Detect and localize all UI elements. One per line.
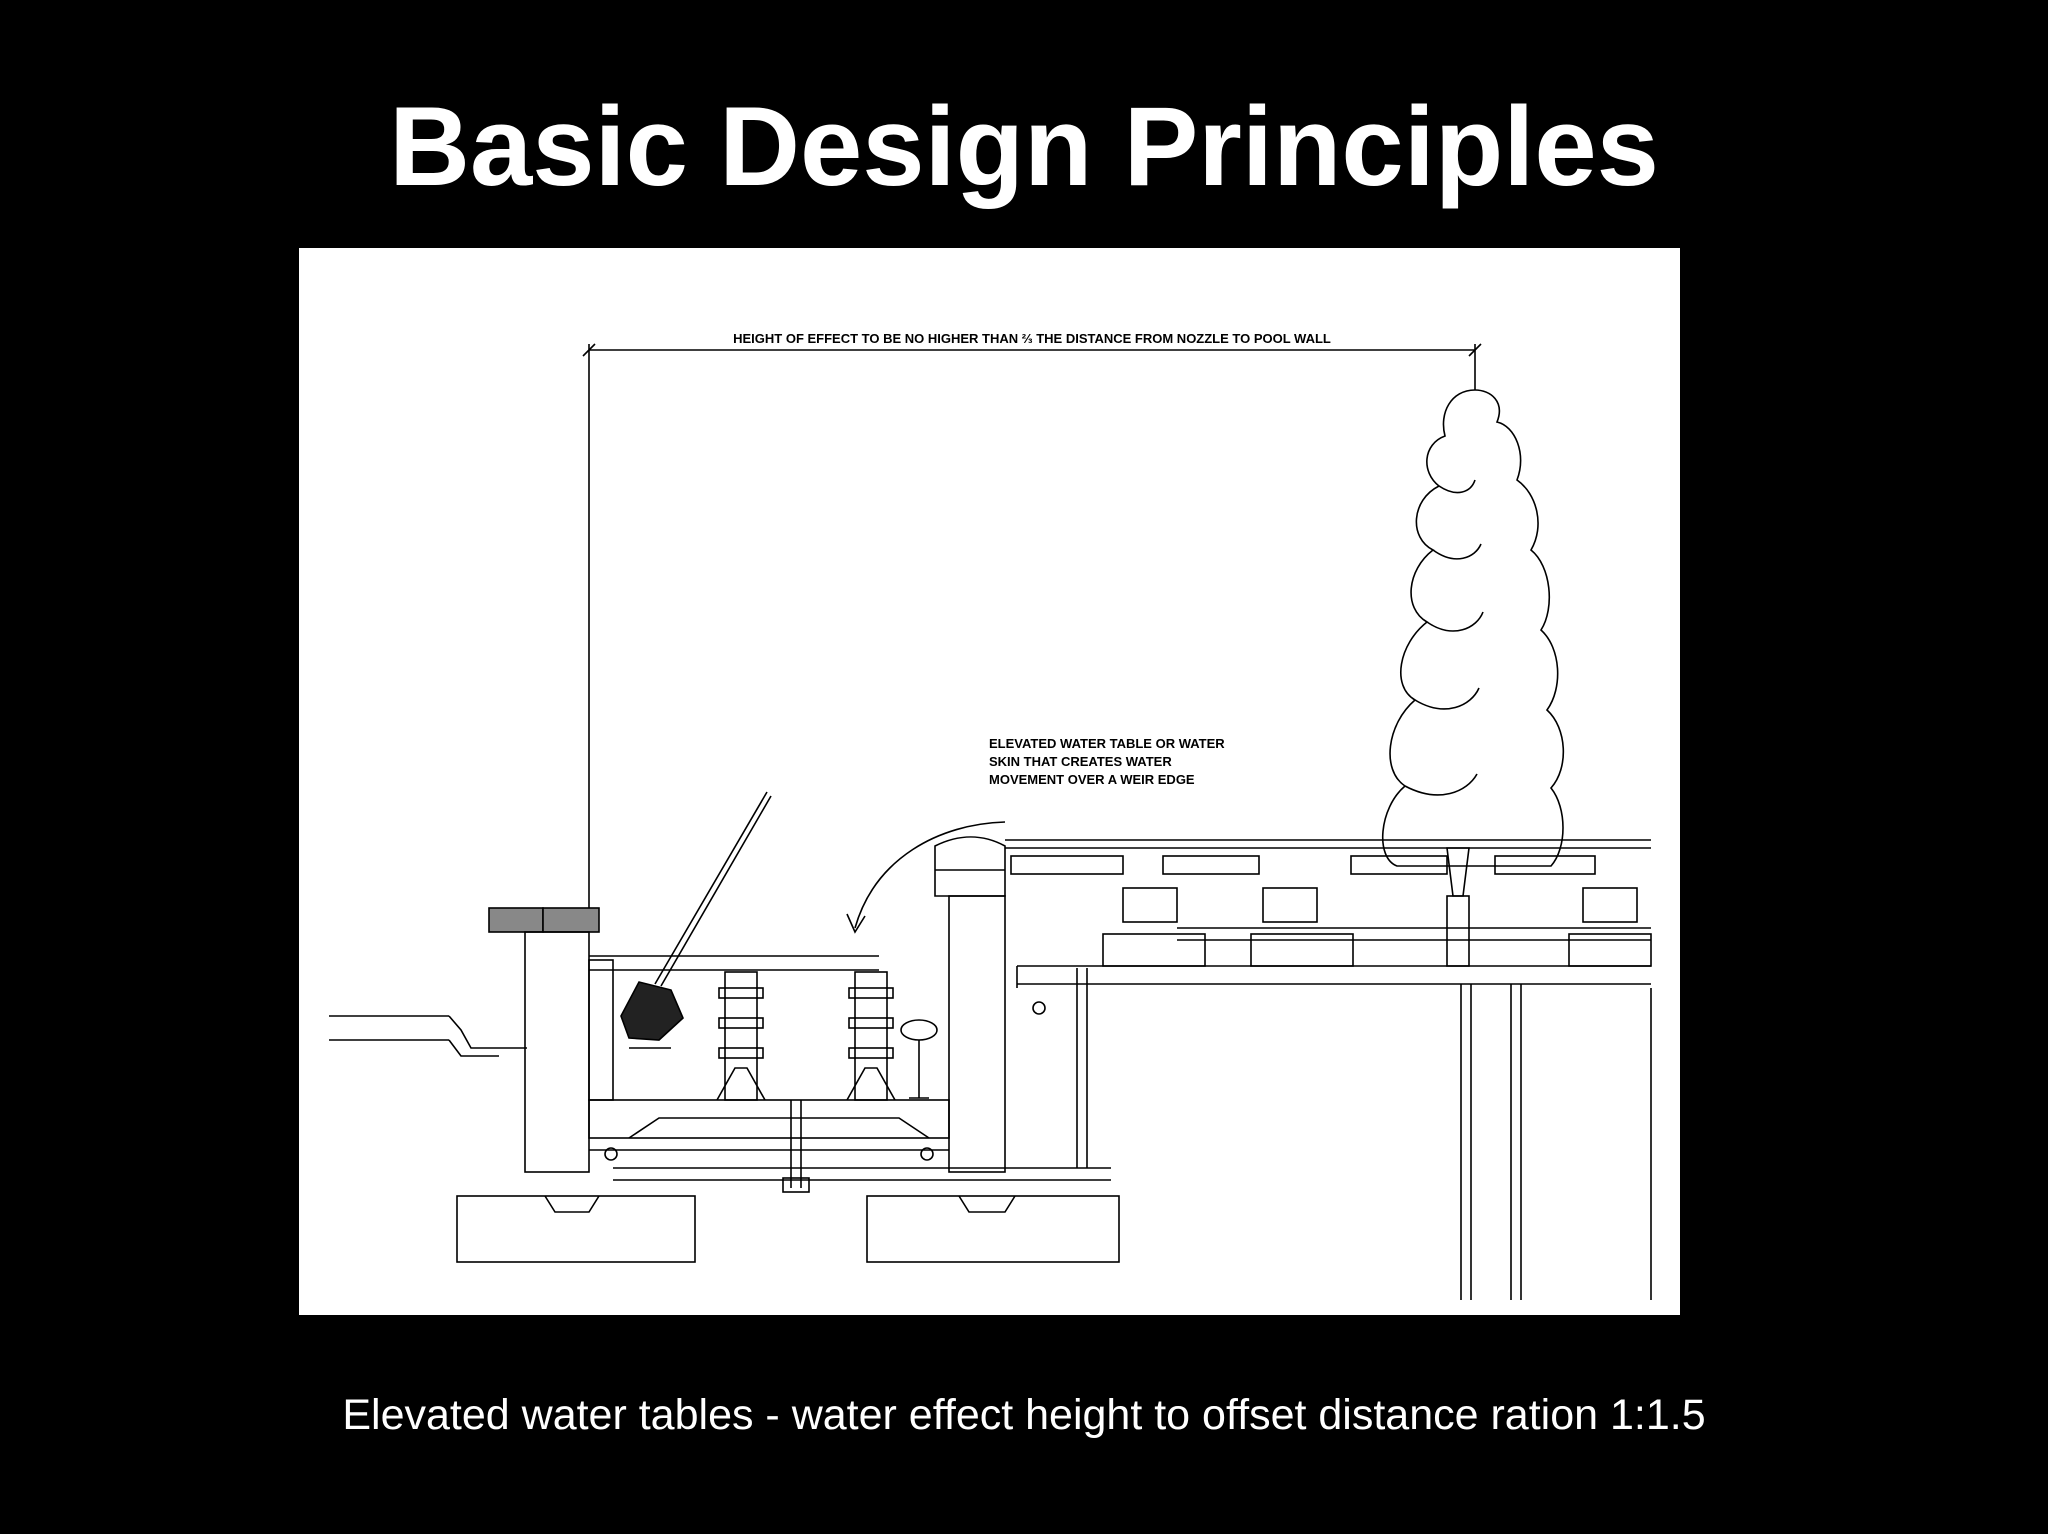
weir-wall — [934, 836, 1006, 1173]
footings — [456, 1195, 1120, 1263]
inlet-channel — [329, 1015, 527, 1057]
callout-note: ELEVATED WATER TABLE OR WATER SKIN THAT … — [989, 736, 1225, 787]
section-drawing: HEIGHT OF EFFECT TO BE NO HIGHER THAN ⅔ … — [299, 248, 1680, 1315]
dimension-label: HEIGHT OF EFFECT TO BE NO HIGHER THAN ⅔ … — [733, 331, 1331, 346]
dimension-line — [582, 343, 1482, 916]
pool-wall-left — [524, 931, 614, 1173]
callout-line: MOVEMENT OVER A WEIR EDGE — [989, 772, 1195, 787]
supply-pipes — [1076, 968, 1652, 1300]
slide-caption: Elevated water tables - water effect hei… — [342, 1391, 1706, 1439]
underwater-light — [620, 791, 772, 1049]
water-jet-effect — [1381, 389, 1565, 867]
pedestal-supports — [716, 971, 896, 1101]
flow-arrow — [846, 821, 1006, 934]
nozzle-assemblies — [1102, 847, 1652, 967]
drain-piping — [604, 1001, 1111, 1193]
pool-basin — [588, 955, 950, 1151]
slide-title: Basic Design Principles — [389, 84, 1659, 209]
callout-line: ELEVATED WATER TABLE OR WATER — [989, 736, 1225, 751]
fountain-section-drawing: HEIGHT OF EFFECT TO BE NO HIGHER THAN ⅔ … — [329, 331, 1652, 1300]
small-nozzle — [900, 1019, 938, 1099]
callout-line: SKIN THAT CREATES WATER — [989, 754, 1172, 769]
coping-stones — [488, 907, 600, 933]
